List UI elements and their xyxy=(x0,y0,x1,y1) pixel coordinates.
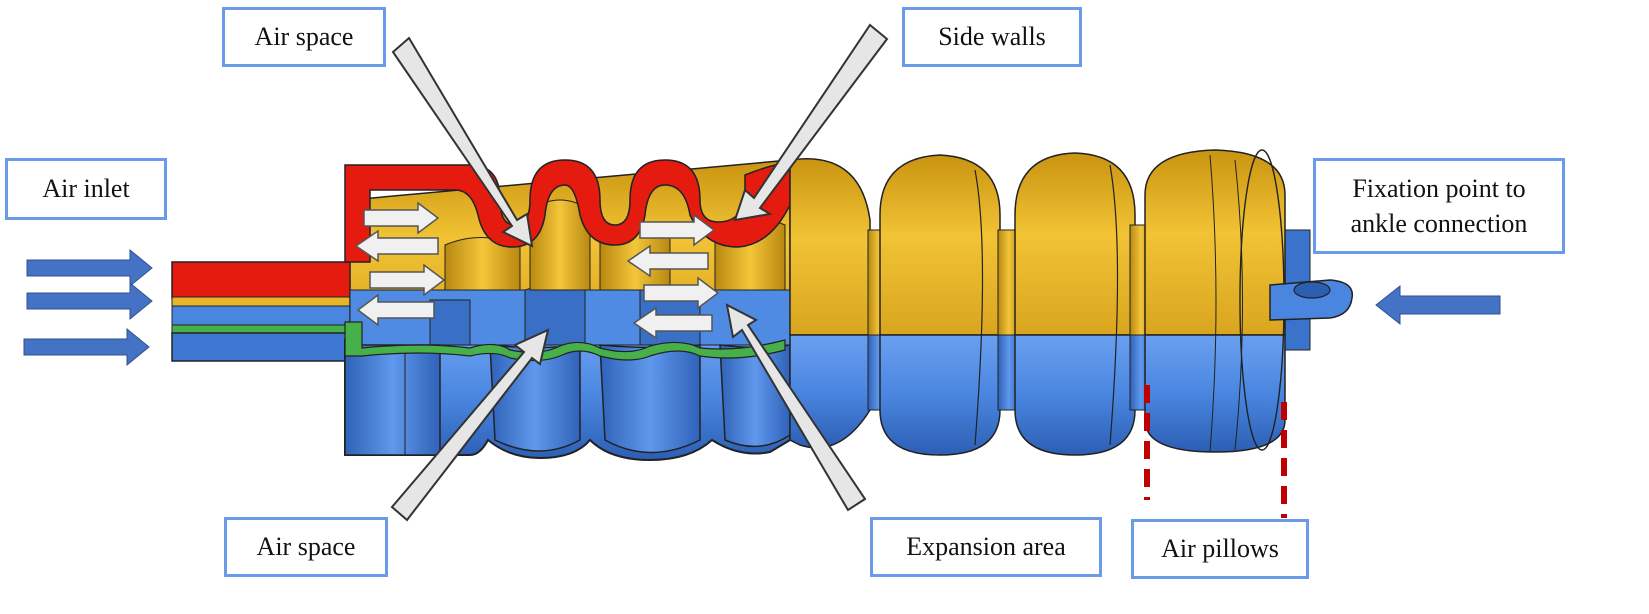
pointer-air-space-bottom xyxy=(390,328,550,522)
label-side-walls: Side walls xyxy=(902,7,1082,67)
label-fixation-line-2: ankle connection xyxy=(1350,209,1528,238)
outer-chambers xyxy=(789,149,1354,456)
label-side-walls-text: Side walls xyxy=(938,22,1046,52)
fixation-tab xyxy=(1269,279,1354,321)
inlet-tube xyxy=(171,261,363,362)
label-fixation-point: Fixation point to ankle connection xyxy=(1313,158,1565,254)
pressure-arrows xyxy=(354,201,720,340)
label-air-pillows-text: Air pillows xyxy=(1161,534,1279,564)
pressure-arrow-left-3 xyxy=(626,244,709,278)
lobe-2 xyxy=(879,154,1001,456)
inflow-arrows xyxy=(23,248,1501,367)
label-fixation-line-1: Fixation point to xyxy=(1352,173,1526,203)
label-air-space-bottom: Air space xyxy=(224,517,388,577)
label-air-inlet-text: Air inlet xyxy=(42,174,130,204)
label-expansion-area: Expansion area xyxy=(870,517,1102,577)
inflow-arrow-1 xyxy=(26,248,153,288)
label-expansion-area-text: Expansion area xyxy=(906,532,1066,562)
fixation-force-arrow xyxy=(1375,284,1501,326)
pointer-side-walls xyxy=(733,23,889,222)
pointer-expansion-area xyxy=(725,303,867,512)
pressure-arrow-left-1 xyxy=(354,229,439,263)
label-air-space-top: Air space xyxy=(222,7,386,67)
pressure-arrow-right-2 xyxy=(369,263,446,297)
wall-section xyxy=(344,159,791,263)
label-air-space-top-text: Air space xyxy=(254,22,354,52)
label-air-inlet: Air inlet xyxy=(5,158,167,220)
inflow-arrow-2 xyxy=(26,281,153,321)
lobe-4 xyxy=(1144,149,1286,453)
pressure-arrow-right-3 xyxy=(639,213,716,247)
pressure-arrow-right-4 xyxy=(643,276,720,310)
label-air-pillows: Air pillows xyxy=(1131,519,1309,579)
pressure-arrow-right-1 xyxy=(363,201,440,235)
floor-section xyxy=(344,321,786,362)
label-air-space-bottom-text: Air space xyxy=(256,532,356,562)
pointer-arrows xyxy=(390,23,889,522)
pressure-arrow-left-4 xyxy=(632,306,713,340)
inflow-arrow-3 xyxy=(23,327,150,367)
pointer-air-space-top xyxy=(391,36,534,248)
lobe-3 xyxy=(1014,152,1136,456)
air-pillow-markers xyxy=(1144,385,1287,518)
pressure-arrow-left-2 xyxy=(356,293,435,327)
